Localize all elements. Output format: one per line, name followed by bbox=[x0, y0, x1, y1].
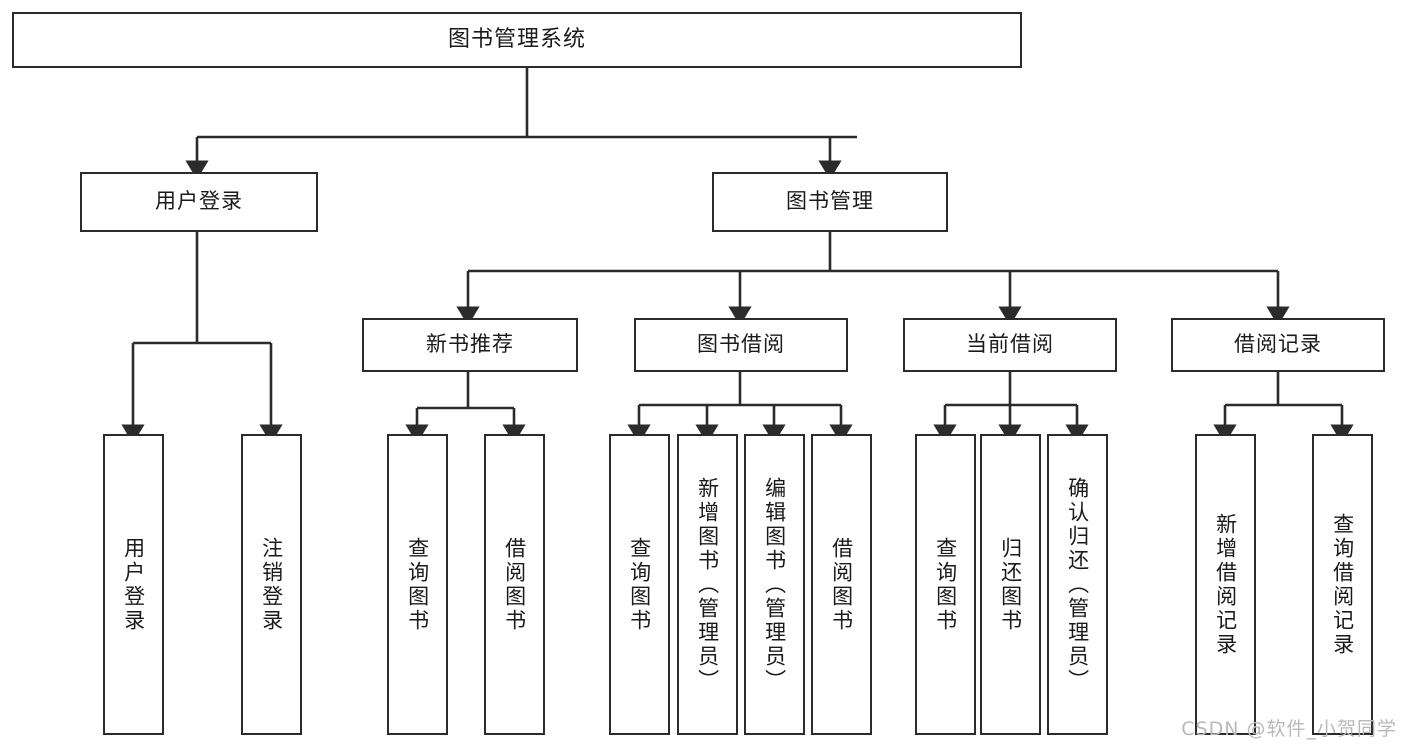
node-leaf-query-book-recommend[interactable]: 查询图书 bbox=[387, 434, 448, 735]
node-label: 新增图书（管理员） bbox=[695, 476, 720, 693]
node-user-login[interactable]: 用户登录 bbox=[80, 172, 318, 232]
node-label: 查询图书 bbox=[627, 536, 652, 633]
node-new-book-recommend[interactable]: 新书推荐 bbox=[362, 318, 578, 372]
node-leaf-borrow-book[interactable]: 借阅图书 bbox=[811, 434, 872, 735]
node-label: 新书推荐 bbox=[426, 332, 514, 357]
node-current-borrow[interactable]: 当前借阅 bbox=[903, 318, 1117, 372]
node-label: 查询图书 bbox=[933, 536, 958, 633]
node-label: 查询图书 bbox=[405, 536, 430, 633]
node-label: 用户登录 bbox=[121, 536, 146, 633]
node-label: 借阅记录 bbox=[1234, 332, 1322, 357]
node-leaf-return-book[interactable]: 归还图书 bbox=[980, 434, 1041, 735]
node-label: 查询借阅记录 bbox=[1330, 512, 1355, 657]
node-label: 图书管理系统 bbox=[447, 26, 586, 52]
node-leaf-query-book-current[interactable]: 查询图书 bbox=[915, 434, 976, 735]
node-label: 确认归还（管理员） bbox=[1065, 476, 1090, 693]
node-label: 借阅图书 bbox=[502, 536, 527, 633]
node-label: 归还图书 bbox=[998, 536, 1023, 633]
node-leaf-add-borrow-record[interactable]: 新增借阅记录 bbox=[1195, 434, 1256, 735]
node-label: 当前借阅 bbox=[966, 332, 1054, 357]
node-label: 图书借阅 bbox=[697, 332, 785, 357]
node-book-borrow[interactable]: 图书借阅 bbox=[634, 318, 848, 372]
node-book-manage[interactable]: 图书管理 bbox=[712, 172, 948, 232]
node-label: 图书管理 bbox=[786, 189, 874, 214]
csdn-watermark: CSDN @软件_小贺同学 bbox=[1181, 718, 1397, 740]
node-leaf-add-book[interactable]: 新增图书（管理员） bbox=[677, 434, 738, 735]
node-root-book-management-system[interactable]: 图书管理系统 bbox=[12, 12, 1022, 68]
node-label: 用户登录 bbox=[155, 189, 243, 214]
node-leaf-confirm-return[interactable]: 确认归还（管理员） bbox=[1047, 434, 1108, 735]
node-leaf-user-login[interactable]: 用户登录 bbox=[103, 434, 164, 735]
node-label: 新增借阅记录 bbox=[1213, 512, 1238, 657]
node-leaf-borrow-book-recommend[interactable]: 借阅图书 bbox=[484, 434, 545, 735]
node-borrow-record[interactable]: 借阅记录 bbox=[1171, 318, 1385, 372]
node-leaf-query-book-borrow[interactable]: 查询图书 bbox=[609, 434, 670, 735]
node-label: 借阅图书 bbox=[829, 536, 854, 633]
node-label: 编辑图书（管理员） bbox=[762, 476, 787, 693]
node-leaf-query-borrow-record[interactable]: 查询借阅记录 bbox=[1312, 434, 1373, 735]
node-label: 注销登录 bbox=[259, 536, 284, 633]
node-leaf-edit-book[interactable]: 编辑图书（管理员） bbox=[744, 434, 805, 735]
node-leaf-user-logout[interactable]: 注销登录 bbox=[241, 434, 302, 735]
